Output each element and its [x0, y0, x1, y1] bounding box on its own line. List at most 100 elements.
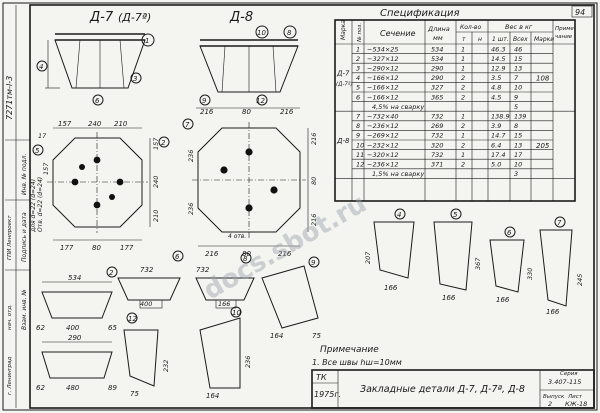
spec-d8-length-9: 732: [431, 132, 443, 140]
spec-d7-length-3: 290: [431, 65, 443, 73]
spec-d7-section-1: −534×25: [367, 45, 399, 53]
spec-d7-qty-t-5: 2: [461, 84, 465, 92]
svg-text:210: 210: [114, 120, 128, 128]
svg-text:177: 177: [60, 244, 74, 252]
d7-elevation: 1 4 3 6: [36, 33, 155, 106]
svg-text:Марка: Марка: [340, 20, 347, 40]
spec-d8-w1-9: 14.7: [491, 132, 506, 140]
spec-d8-total: 205: [536, 142, 550, 150]
spec-d7-section-5: −166×12: [367, 84, 399, 92]
spec-d7-section-4: −166×12: [367, 74, 399, 82]
spec-d8-section-11: −320×12: [367, 151, 399, 159]
spec-d7-length-5: 327: [431, 84, 444, 92]
svg-text:1 шт.: 1 шт.: [492, 36, 509, 43]
svg-text:164: 164: [206, 392, 219, 400]
spec-d7-pos-2: 2: [356, 55, 360, 63]
spec-d8-w1-7: 138.9: [491, 113, 510, 121]
plate-5: 367 166 5: [433, 208, 482, 302]
spec-d8-length-8: 269: [431, 122, 443, 130]
spec-d8-length-10: 320: [431, 141, 443, 149]
svg-text:7: 7: [557, 219, 562, 227]
part-11: 164 75 9: [261, 256, 321, 340]
spec-d8-pos-9: 9: [356, 132, 360, 140]
svg-text:210: 210: [152, 210, 160, 222]
spec-d8-length-7: 732: [431, 113, 443, 121]
svg-text:6: 6: [507, 229, 512, 237]
spec-d7-wall-3: 13: [514, 65, 522, 73]
svg-text:216: 216: [280, 108, 294, 116]
svg-text:8: 8: [243, 255, 248, 263]
spec-d7-mark-alt: (Д-7ª): [336, 81, 353, 88]
svg-text:240: 240: [88, 120, 102, 128]
svg-text:245: 245: [576, 274, 584, 286]
spec-d7-qty-t-1: 1: [461, 45, 465, 53]
spec-d7-section-6: −166×12: [367, 93, 399, 101]
d8-plan: 216 80 216 216 80 216 236 236 4 отв. 7: [182, 118, 318, 258]
svg-text:4: 4: [39, 63, 43, 71]
spec-d7-wall-2: 15: [514, 55, 522, 63]
svg-text:Кол-во: Кол-во: [460, 24, 481, 31]
d8-hole-note: 4 отв.: [228, 233, 246, 240]
svg-text:5: 5: [35, 147, 40, 155]
page-number: 94: [575, 8, 585, 17]
svg-text:10: 10: [232, 309, 241, 317]
spec-d8-pos-10: 10: [356, 141, 364, 149]
plate-4: 207 166 4: [364, 208, 415, 292]
svg-text:17: 17: [38, 132, 47, 140]
watermark: docs.sbot.ru: [199, 189, 372, 306]
view-title-d8: Д-8: [229, 10, 253, 25]
spec-d7-wall-6: 9: [514, 93, 518, 101]
svg-text:Выпуск: Выпуск: [543, 394, 565, 400]
svg-text:Марки: Марки: [534, 36, 554, 43]
title-block: ТК 1975г. Закладные детали Д-7, Д-7ª, Д-…: [311, 369, 595, 409]
spec-d7-w1-1: 46.3: [491, 45, 505, 53]
svg-text:400: 400: [66, 324, 80, 332]
svg-text:236: 236: [187, 203, 195, 215]
svg-text:Длина: Длина: [427, 25, 450, 33]
spec-d8-w1-12: 5.0: [491, 161, 501, 169]
svg-text:80: 80: [242, 250, 251, 258]
inner-frame: [29, 4, 595, 409]
spec-d7-length-6: 365: [431, 93, 443, 101]
notes-heading: Примечание: [320, 345, 379, 355]
spec-d8-w1-10: 6.4: [491, 141, 501, 149]
spec-d7-pos-1: 1: [356, 45, 360, 53]
spec-d8-pos-11: 11: [356, 151, 364, 159]
drawing-title: Закладные детали Д-7, Д-7ª, Д-8: [360, 384, 525, 395]
svg-text:177: 177: [120, 244, 134, 252]
svg-text:164: 164: [270, 332, 283, 340]
svg-text:т: т: [462, 36, 466, 43]
svg-text:65: 65: [108, 324, 117, 332]
svg-text:Лист: Лист: [567, 394, 583, 400]
spec-d7-pos-4: 4: [356, 74, 360, 82]
svg-text:216: 216: [278, 250, 292, 258]
plate-6: 330 166 6: [489, 226, 534, 304]
issue-number: 2: [548, 400, 552, 408]
svg-text:2: 2: [161, 139, 166, 147]
svg-text:207: 207: [364, 251, 372, 264]
spec-d7-w1-4: 3.5: [491, 74, 501, 82]
spec-d8-wall-11: 17: [514, 151, 523, 159]
svg-text:5: 5: [453, 211, 458, 219]
svg-text:166: 166: [496, 296, 510, 304]
svg-text:62: 62: [36, 384, 45, 392]
svg-text:6: 6: [175, 253, 180, 261]
svg-text:232: 232: [162, 360, 170, 372]
part-4: 290 480 62 89: [36, 334, 117, 392]
d8-elevation: 10 8 9 12 216 80 216: [196, 25, 300, 116]
svg-text:166: 166: [546, 308, 560, 316]
side-note-3: г. Ленинград: [7, 357, 13, 395]
spec-d7-section-2: −327×12: [367, 55, 399, 63]
svg-text:290: 290: [68, 334, 82, 342]
side-code: 7271тм-I-3: [5, 76, 14, 120]
spec-d8-w1-11: 17.4: [491, 151, 505, 159]
spec-d8-length-12: 371: [431, 161, 443, 169]
spec-d8-pos-12: 12: [356, 161, 364, 169]
svg-text:157: 157: [42, 162, 50, 175]
spec-d8-pos-8: 8: [356, 122, 360, 130]
spec-d7-qty-t-4: 2: [461, 74, 465, 82]
specification-table: Спецификация Марка № поз. Сечение Длина …: [334, 8, 576, 202]
spec-d7-pos-6: 6: [356, 93, 360, 101]
